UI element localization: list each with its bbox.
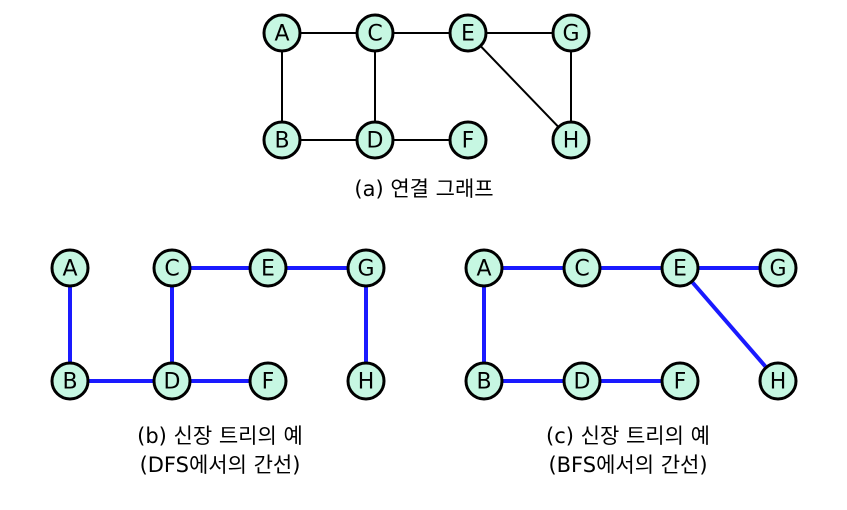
node-a: A: [50, 248, 90, 288]
caption-line: (DFS에서의 간선): [140, 453, 301, 477]
node-label: G: [769, 257, 786, 282]
node-f: F: [248, 361, 288, 401]
node-circle: [562, 248, 602, 288]
node-circle: [448, 13, 488, 53]
node-label: A: [62, 257, 77, 282]
node-circle: [50, 248, 90, 288]
node-g: G: [346, 248, 386, 288]
node-e: E: [248, 248, 288, 288]
caption-line: (BFS에서의 간선): [548, 453, 707, 477]
node-circle: [660, 361, 700, 401]
node-circle: [758, 361, 798, 401]
panel-bfs-spanning-tree: A B C D E F G H (c) 신장 트리의 예 (BFS에서의 간선): [464, 248, 798, 477]
node-d: D: [355, 120, 395, 160]
node-label: D: [367, 129, 384, 154]
node-b: B: [464, 361, 504, 401]
node-b: B: [50, 361, 90, 401]
node-label: F: [674, 370, 687, 395]
node-label: C: [367, 22, 382, 47]
node-circle: [262, 120, 302, 160]
node-label: D: [574, 370, 591, 395]
node-circle: [346, 248, 386, 288]
node-label: C: [574, 257, 589, 282]
node-circle: [562, 361, 602, 401]
node-b: B: [262, 120, 302, 160]
node-f: F: [448, 120, 488, 160]
node-label: B: [274, 129, 289, 154]
node-label: B: [476, 370, 491, 395]
node-c: C: [152, 248, 192, 288]
node-label: C: [164, 257, 179, 282]
edge-e-h: [467, 32, 572, 141]
node-label: F: [462, 129, 475, 154]
node-circle: [248, 248, 288, 288]
node-label: E: [673, 257, 687, 282]
node-circle: [262, 13, 302, 53]
node-d: D: [562, 361, 602, 401]
node-circle: [758, 248, 798, 288]
node-circle: [355, 13, 395, 53]
edge-e-h: [678, 266, 780, 383]
node-a: A: [262, 13, 302, 53]
node-e: E: [448, 13, 488, 53]
node-circle: [448, 120, 488, 160]
node-d: D: [152, 361, 192, 401]
node-label: B: [62, 370, 77, 395]
node-e: E: [660, 248, 700, 288]
node-circle: [551, 13, 591, 53]
node-circle: [464, 361, 504, 401]
caption-line: (b) 신장 트리의 예: [137, 424, 303, 448]
node-label: E: [461, 22, 475, 47]
node-circle: [660, 248, 700, 288]
node-circle: [50, 361, 90, 401]
node-circle: [248, 361, 288, 401]
node-c: C: [355, 13, 395, 53]
node-h: H: [551, 120, 591, 160]
node-label: G: [562, 22, 579, 47]
node-circle: [464, 248, 504, 288]
node-label: G: [357, 257, 374, 282]
node-h: H: [346, 361, 386, 401]
node-circle: [152, 361, 192, 401]
node-circle: [346, 361, 386, 401]
node-circle: [551, 120, 591, 160]
node-c: C: [562, 248, 602, 288]
node-label: H: [563, 129, 580, 154]
node-g: G: [758, 248, 798, 288]
node-label: D: [164, 370, 181, 395]
node-label: A: [476, 257, 491, 282]
caption-line: (c) 신장 트리의 예: [546, 424, 710, 448]
node-label: H: [770, 370, 787, 395]
node-label: E: [261, 257, 275, 282]
panel-connected-graph: A B C D E F G H (a) 연결 그래프: [262, 13, 591, 201]
node-h: H: [758, 361, 798, 401]
node-label: A: [274, 22, 289, 47]
node-f: F: [660, 361, 700, 401]
node-label: F: [262, 370, 275, 395]
node-a: A: [464, 248, 504, 288]
node-label: H: [358, 370, 375, 395]
caption-line: (a) 연결 그래프: [354, 177, 493, 201]
node-circle: [355, 120, 395, 160]
panel-dfs-spanning-tree: A B C D E F G H (b) 신장 트리의 예 (DFS에서의 간선): [50, 248, 386, 477]
node-g: G: [551, 13, 591, 53]
node-circle: [152, 248, 192, 288]
